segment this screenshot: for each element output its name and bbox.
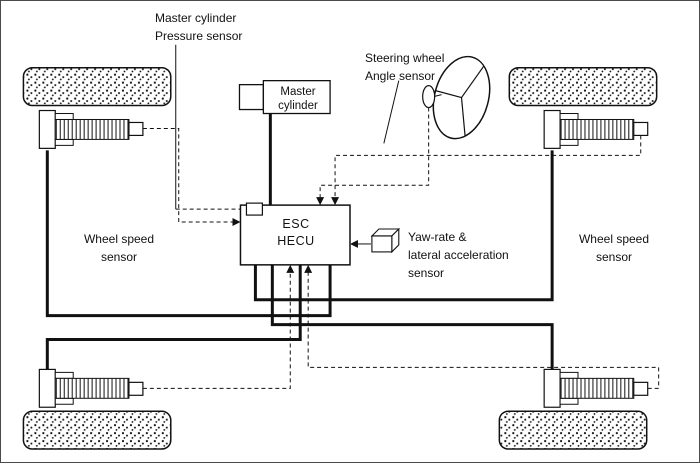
label-line: Master xyxy=(280,86,316,98)
yaw-rate-sensor-icon xyxy=(370,227,401,254)
brake-caliper-front-left-icon xyxy=(38,109,144,149)
label-line: cylinder xyxy=(278,100,318,112)
signal-line-wheel-speed-front-right xyxy=(334,135,642,199)
signal-line-wheel-speed-rear-right xyxy=(307,271,660,389)
hydraulic-line-front-right xyxy=(253,150,554,302)
brake-caliper-rear-left-icon xyxy=(38,368,144,408)
master-cylinder-icon xyxy=(238,80,331,115)
hydraulic-lines xyxy=(45,113,554,370)
label-line: Wheel speed xyxy=(578,232,650,246)
label-line: lateral acceleration xyxy=(408,248,509,262)
tire-rear-left xyxy=(22,410,172,450)
pressure-sensor-icon xyxy=(245,202,263,216)
signal-line-wheel-speed-rear-left xyxy=(142,271,291,389)
tires xyxy=(22,66,658,450)
hydraulic-line-rear-left xyxy=(45,264,302,370)
arrow-into-hecu-top-2-icon xyxy=(331,197,340,206)
label-line: sensor xyxy=(595,250,633,264)
steering-wheel-icon xyxy=(422,55,491,140)
steering-column-line xyxy=(383,80,400,144)
label-line: Master cylinder xyxy=(155,11,237,25)
tire-rear-right xyxy=(498,410,648,450)
label-wheel-speed-sensor-right: Wheel speed sensor xyxy=(571,230,657,266)
hydraulic-line-rear-right xyxy=(270,264,554,370)
label-line: HECU xyxy=(277,234,315,248)
brake-caliper-front-right-icon xyxy=(543,109,649,149)
label-line: ESC xyxy=(282,217,310,231)
label-master-cylinder-pressure-sensor: Master cylinder Pressure sensor xyxy=(155,9,242,45)
label-steering-wheel-angle-sensor: Steering wheel Angle sensor xyxy=(365,49,444,85)
label-yaw-rate-sensor: Yaw-rate & lateral acceleration sensor xyxy=(408,228,509,282)
label-wheel-speed-sensor-left: Wheel speed sensor xyxy=(76,230,162,266)
arrow-into-hecu-bottom-1-icon xyxy=(286,264,295,273)
hydraulic-line-front-left xyxy=(45,150,332,318)
label-line: Wheel speed xyxy=(83,232,155,246)
label-master-cylinder-box: Master cylinder xyxy=(265,85,331,113)
arrow-into-hecu-right-icon xyxy=(350,239,358,248)
tire-front-left xyxy=(22,66,172,107)
label-line: Angle sensor xyxy=(365,69,436,83)
arrow-into-hecu-bottom-2-icon xyxy=(304,264,313,273)
label-line: Yaw-rate & xyxy=(408,230,467,244)
brake-caliper-rear-right-icon xyxy=(543,368,649,408)
signal-line-steering-angle xyxy=(319,107,430,199)
tire-front-right xyxy=(508,66,658,107)
signal-lines xyxy=(142,44,660,389)
label-line: sensor xyxy=(100,250,138,264)
label-line: Pressure sensor xyxy=(155,29,243,43)
arrowheads xyxy=(232,197,358,273)
angle-sensor-icon xyxy=(422,85,436,109)
label-hecu: ESC HECU xyxy=(241,216,351,250)
arrow-into-hecu-left-icon xyxy=(232,218,241,227)
arrow-into-hecu-top-1-icon xyxy=(316,197,325,206)
label-line: Steering wheel xyxy=(365,51,445,65)
label-line: sensor xyxy=(408,266,445,280)
signal-line-wheel-speed-front-left xyxy=(142,127,234,223)
